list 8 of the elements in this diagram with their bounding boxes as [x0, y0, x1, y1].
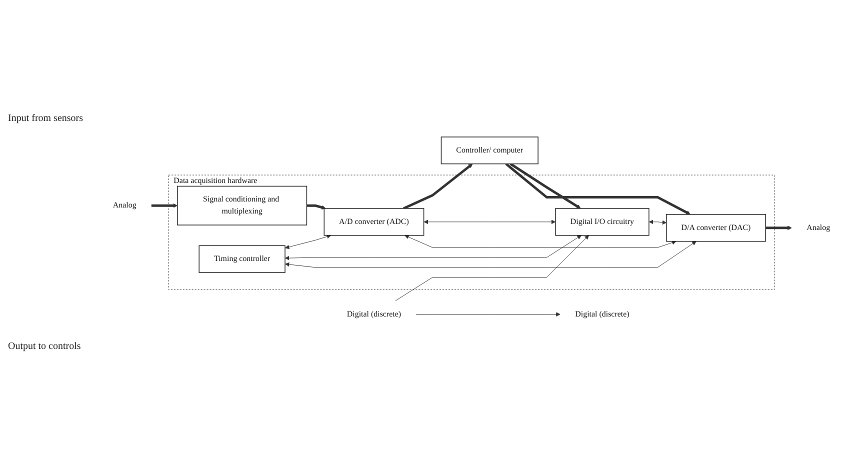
side-label: Input from sensors [7, 112, 84, 126]
arrow [151, 203, 178, 208]
arrow [306, 204, 326, 210]
side-label: Output to controls [7, 340, 82, 354]
arrow [505, 162, 691, 214]
arrow [403, 163, 473, 210]
arrow [766, 225, 792, 230]
arrow [510, 162, 581, 208]
